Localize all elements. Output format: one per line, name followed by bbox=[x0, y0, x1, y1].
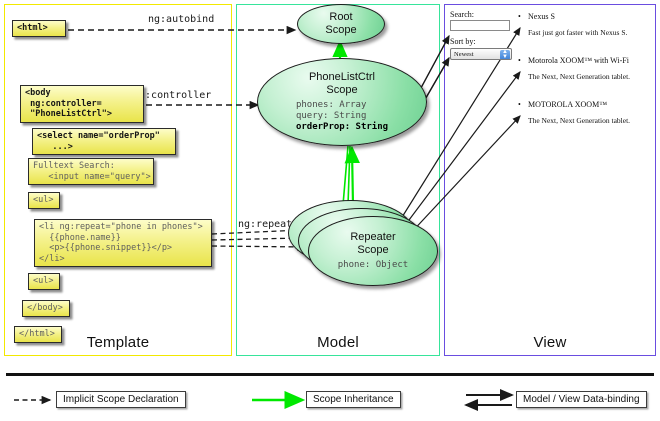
column-model: Model bbox=[236, 4, 440, 356]
edge-inherit-repeat-3 bbox=[344, 145, 360, 206]
search-label: Search: bbox=[450, 10, 474, 19]
phonelistctrl-scope: PhoneListCtrl Scope phones: Array query:… bbox=[257, 58, 427, 146]
root-scope-title-2: Scope bbox=[325, 24, 357, 36]
fulltext-search-box: Fulltext Search: <input name="query"> bbox=[28, 158, 154, 185]
ul-close-tag-box: <ul> bbox=[28, 273, 60, 290]
search-input[interactable] bbox=[450, 20, 510, 31]
edge-label-autobind: ng:autobind bbox=[148, 14, 215, 25]
html-open-tag-box: <html> bbox=[12, 20, 66, 37]
edge-repeat-3 bbox=[211, 243, 307, 251]
phone-name: Motorola XOOM™ with Wi-Fi bbox=[528, 56, 660, 65]
legend-implicit-scope-declaration: Implicit Scope Declaration bbox=[56, 391, 186, 408]
sortby-label: Sort by: bbox=[450, 37, 476, 46]
phone-snippet: Fast just got faster with Nexus S. bbox=[528, 28, 628, 37]
phone-list-item: Motorola XOOM™ with Wi-Fi The Next, Next… bbox=[528, 56, 660, 81]
column-label-model: Model bbox=[317, 334, 359, 351]
ul-open-tag-box: <ul> bbox=[28, 192, 60, 209]
edge-bind-phone-1 bbox=[398, 26, 521, 223]
html-close-tag-box: </html> bbox=[14, 326, 62, 343]
phone-snippet: The Next, Next Generation tablet. bbox=[528, 116, 631, 125]
edge-bind-phone-2 bbox=[396, 71, 521, 237]
column-label-view: View bbox=[533, 334, 567, 351]
sortby-select[interactable]: Newest ▲▼ bbox=[450, 48, 512, 60]
phone-name: MOTOROLA XOOM™ bbox=[528, 100, 660, 109]
select-orderprop-box: <select name="orderProp" ...> bbox=[32, 128, 176, 155]
phonelistctrl-scope-props: phones: Array query: String orderProp: S… bbox=[296, 100, 388, 133]
repeater-scope: Repeater Scope phone: Object bbox=[308, 216, 438, 286]
legend-scope-inheritance: Scope Inheritance bbox=[306, 391, 401, 408]
body-tag-box: <body ng:controller= "PhoneListCtrl"> bbox=[20, 85, 144, 123]
edge-repeat-2 bbox=[211, 234, 302, 243]
scope-prop-query: query: String bbox=[295, 111, 367, 121]
phonelistctrl-scope-title-2: Scope bbox=[326, 84, 358, 96]
repeater-scope-title-1: Repeater bbox=[350, 231, 396, 243]
scope-prop-phone: phone: Object bbox=[337, 260, 409, 270]
phonelistctrl-scope-title-1: PhoneListCtrl bbox=[308, 71, 376, 83]
repeater-scope-props: phone: Object bbox=[338, 260, 408, 271]
chevron-updown-icon[interactable]: ▲▼ bbox=[500, 49, 510, 59]
edge-label-controller: ng:controller bbox=[133, 90, 212, 101]
legend-divider bbox=[6, 373, 654, 376]
edge-label-repeat: ng:repeat bbox=[238, 219, 293, 230]
body-close-tag-box: </body> bbox=[22, 300, 70, 317]
scope-prop-phones: phones: Array bbox=[295, 100, 367, 110]
phone-list-item: MOTOROLA XOOM™ The Next, Next Generation… bbox=[528, 100, 660, 125]
li-ngrepeat-box: <li ng:repeat="phone in phones"> {{phone… bbox=[34, 219, 212, 267]
root-scope-title-1: Root bbox=[329, 11, 353, 23]
column-label-template: Template bbox=[86, 334, 150, 351]
edge-repeat-1 bbox=[211, 226, 304, 235]
scope-prop-orderprop: orderProp: String bbox=[295, 122, 389, 132]
repeater-scope-title-2: Scope bbox=[357, 244, 389, 256]
view-panel: Search: Sort by: Newest ▲▼ Nexus S Fast … bbox=[450, 10, 650, 140]
phone-name: Nexus S bbox=[528, 12, 660, 21]
phone-list-item: Nexus S Fast just got faster with Nexus … bbox=[528, 12, 660, 37]
phone-snippet: The Next, Next Generation tablet. bbox=[528, 72, 631, 81]
legend-model-view-databinding: Model / View Data-binding bbox=[516, 391, 647, 408]
sortby-select-value: Newest bbox=[454, 51, 474, 58]
root-scope: Root Scope bbox=[297, 4, 385, 44]
